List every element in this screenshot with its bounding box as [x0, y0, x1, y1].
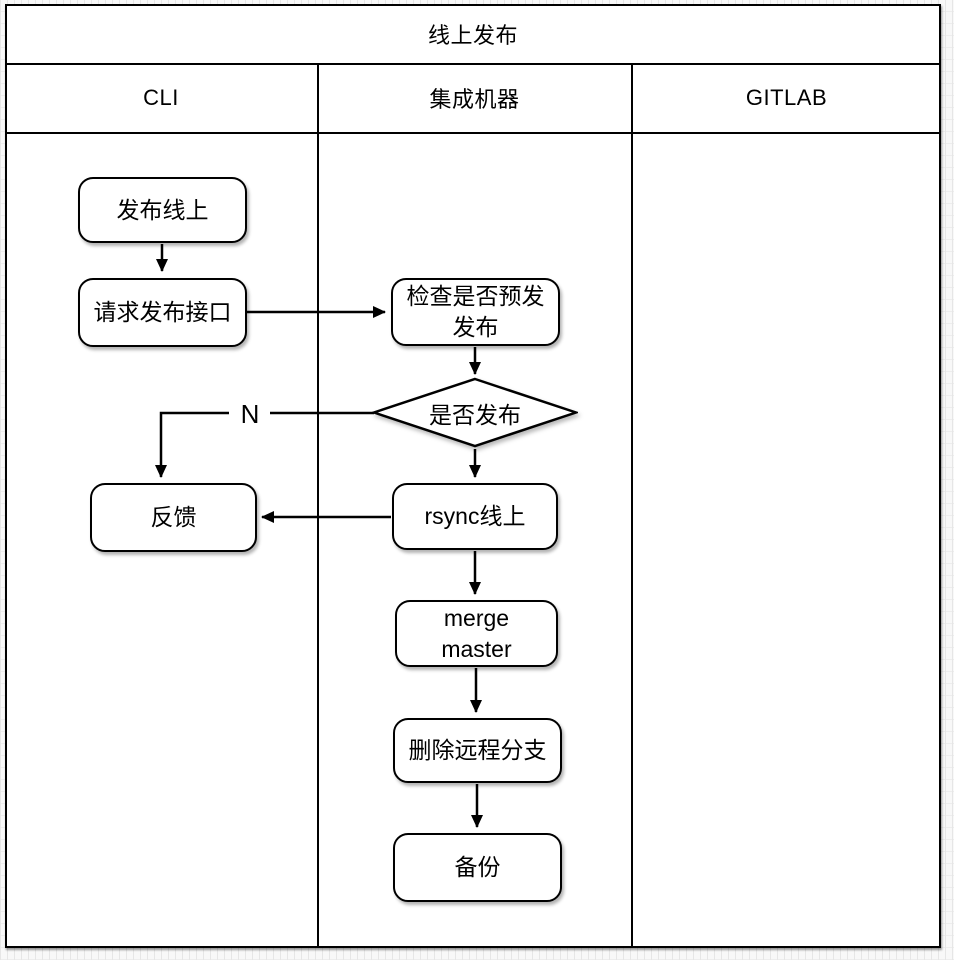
lane-header-gitlab: GITLAB: [745, 85, 828, 110]
node-rsync-online-label: rsync线上: [424, 503, 526, 529]
lane-divider-integration-gitlab: [631, 64, 633, 946]
node-delete-remote-branch-label: 删除远程分支: [408, 737, 547, 763]
node-delete-remote-branch: 删除远程分支: [393, 718, 562, 783]
node-check-pre-release-label: 检查是否预发 发布: [406, 283, 545, 340]
lane-header-cli: CLI: [143, 85, 179, 110]
lane-header-integration-machine: 集成机器: [429, 87, 520, 112]
node-backup: 备份: [393, 833, 562, 902]
node-request-publish-api: 请求发布接口: [78, 278, 247, 347]
node-is-publish-decision-label: 是否发布: [429, 401, 521, 428]
node-check-pre-release: 检查是否预发 发布: [391, 278, 560, 346]
node-merge-master: merge master: [395, 600, 558, 667]
node-rsync-online: rsync线上: [392, 483, 558, 550]
node-publish-online: 发布线上: [78, 177, 247, 243]
lane-header-divider-line: [5, 132, 941, 134]
node-feedback-label: 反馈: [150, 504, 197, 530]
node-is-publish-decision: 是否发布: [370, 377, 580, 451]
node-backup-label: 备份: [454, 854, 501, 880]
edge-label-no: N: [240, 398, 260, 429]
swimlane-frame: [5, 4, 941, 948]
node-merge-master-label: merge master: [441, 604, 512, 662]
lane-divider-cli-integration: [317, 64, 319, 946]
node-request-publish-api-label: 请求发布接口: [93, 299, 232, 325]
title-divider-line: [5, 63, 941, 65]
decision-diamond-shape: [370, 377, 580, 448]
node-publish-online-label: 发布线上: [116, 196, 209, 223]
diagram-title: 线上发布: [427, 22, 518, 48]
node-feedback: 反馈: [90, 483, 257, 552]
